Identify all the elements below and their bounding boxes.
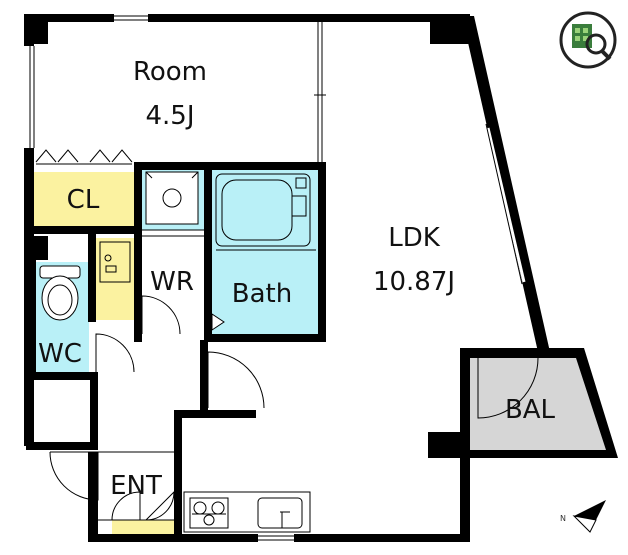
toilet-icon xyxy=(39,265,81,321)
shoebox-fill xyxy=(112,520,174,534)
bath-label: Bath xyxy=(232,279,292,309)
balcony-label: BAL xyxy=(505,395,556,425)
wc-label: WC xyxy=(38,339,82,369)
room-label: Room xyxy=(133,57,207,87)
washer-pan-icon xyxy=(145,171,199,225)
closet-label: CL xyxy=(67,185,100,215)
bath-fill xyxy=(210,168,318,334)
compass-icon: N xyxy=(560,500,606,533)
ldk-size: 10.87J xyxy=(373,267,455,297)
slanted-window xyxy=(486,127,526,283)
logo-icon xyxy=(559,11,617,69)
kitchen-counter xyxy=(183,491,311,533)
entrance-label: ENT xyxy=(110,471,162,501)
kitchen-sink-icon xyxy=(280,511,290,528)
compass-label: N xyxy=(560,514,566,523)
slanted-wall xyxy=(462,16,550,352)
stove-icon xyxy=(192,501,226,526)
bathtub-icon xyxy=(215,173,316,251)
room-size: 4.5J xyxy=(145,101,194,131)
door-marker xyxy=(211,313,225,331)
ldk-label: LDK xyxy=(388,223,441,253)
washroom-label: WR xyxy=(150,267,194,297)
thin-lines xyxy=(29,15,465,541)
vanity-sink-icon xyxy=(99,241,131,283)
door-swings xyxy=(49,295,539,521)
closet-fill xyxy=(32,172,134,226)
interior-walls xyxy=(26,162,326,540)
washroom-vanity-fill xyxy=(96,238,134,320)
closet-doors xyxy=(35,149,133,165)
balcony-fill xyxy=(468,352,610,452)
